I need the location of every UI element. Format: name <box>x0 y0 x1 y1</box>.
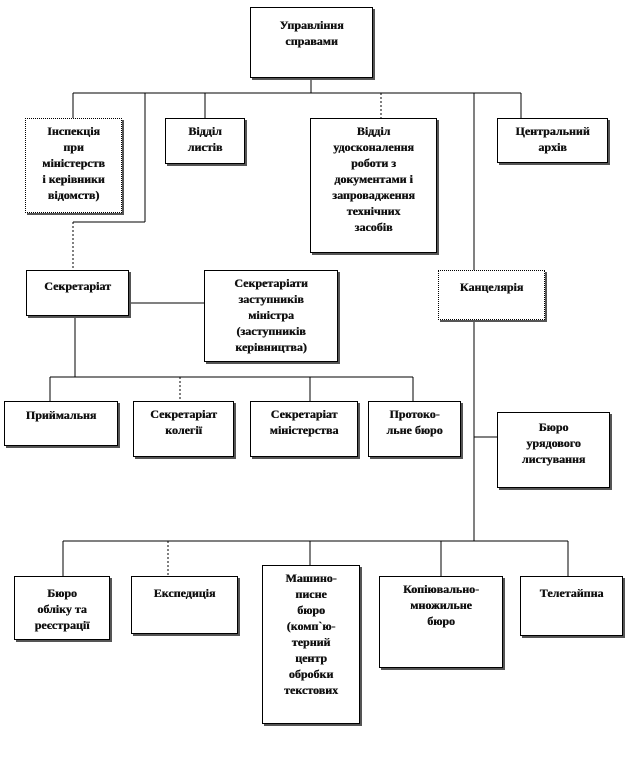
node-label: Секретаріат <box>44 279 111 293</box>
node-archive: Центральний архів <box>497 118 608 163</box>
node-head: Управління справами <box>250 7 373 78</box>
node-label: Секретаріат колегії <box>150 407 217 437</box>
node-copying-bureau: Копіювально- множильне бюро <box>379 576 503 668</box>
node-label: Інспекція при міністерств і керівники ві… <box>42 124 105 202</box>
node-label: Машино- писне бюро (комп`ю- терний центр… <box>284 571 338 697</box>
node-improvement: Відділ удосконалення роботи з документам… <box>310 118 437 253</box>
node-chancellery: Канцелярія <box>438 270 545 320</box>
node-typing-bureau: Машино- писне бюро (комп`ю- терний центр… <box>262 565 360 724</box>
node-label: Відділ листів <box>187 124 223 154</box>
node-label: Телетайпна <box>539 586 604 600</box>
node-label: Секретаріати заступників міністра (засту… <box>234 276 308 354</box>
node-board-secretariat: Секретаріат колегії <box>133 401 234 457</box>
node-protocol-bureau: Протоко- льне бюро <box>368 401 461 457</box>
node-label: Управління справами <box>279 18 344 48</box>
node-gov-correspondence: Бюро урядового листування <box>497 412 610 488</box>
node-label: Бюро обліку та реєстрації <box>34 586 90 632</box>
node-deputy-secretariats: Секретаріати заступників міністра (засту… <box>204 270 338 362</box>
node-label: Центральний архів <box>515 124 590 154</box>
node-label: Бюро урядового листування <box>521 420 586 466</box>
node-label: Експедиція <box>153 586 216 600</box>
node-ministry-secretariat: Секретаріат міністерства <box>250 401 358 457</box>
node-label: Приймальня <box>25 408 97 422</box>
node-expedition: Експедиція <box>131 576 238 634</box>
node-secretariat: Секретаріат <box>26 270 129 316</box>
node-letters: Відділ листів <box>165 118 245 164</box>
node-inspection: Інспекція при міністерств і керівники ві… <box>25 118 122 213</box>
node-label: Відділ удосконалення роботи з документам… <box>332 124 415 234</box>
node-label: Копіювально- множильне бюро <box>402 582 480 628</box>
node-registration-bureau: Бюро обліку та реєстрації <box>14 576 110 640</box>
node-label: Протоко- льне бюро <box>386 407 443 437</box>
node-label: Секретаріат міністерства <box>269 407 339 437</box>
node-teletype: Телетайпна <box>520 576 623 636</box>
node-label: Канцелярія <box>459 280 524 294</box>
node-reception: Приймальня <box>4 401 118 446</box>
